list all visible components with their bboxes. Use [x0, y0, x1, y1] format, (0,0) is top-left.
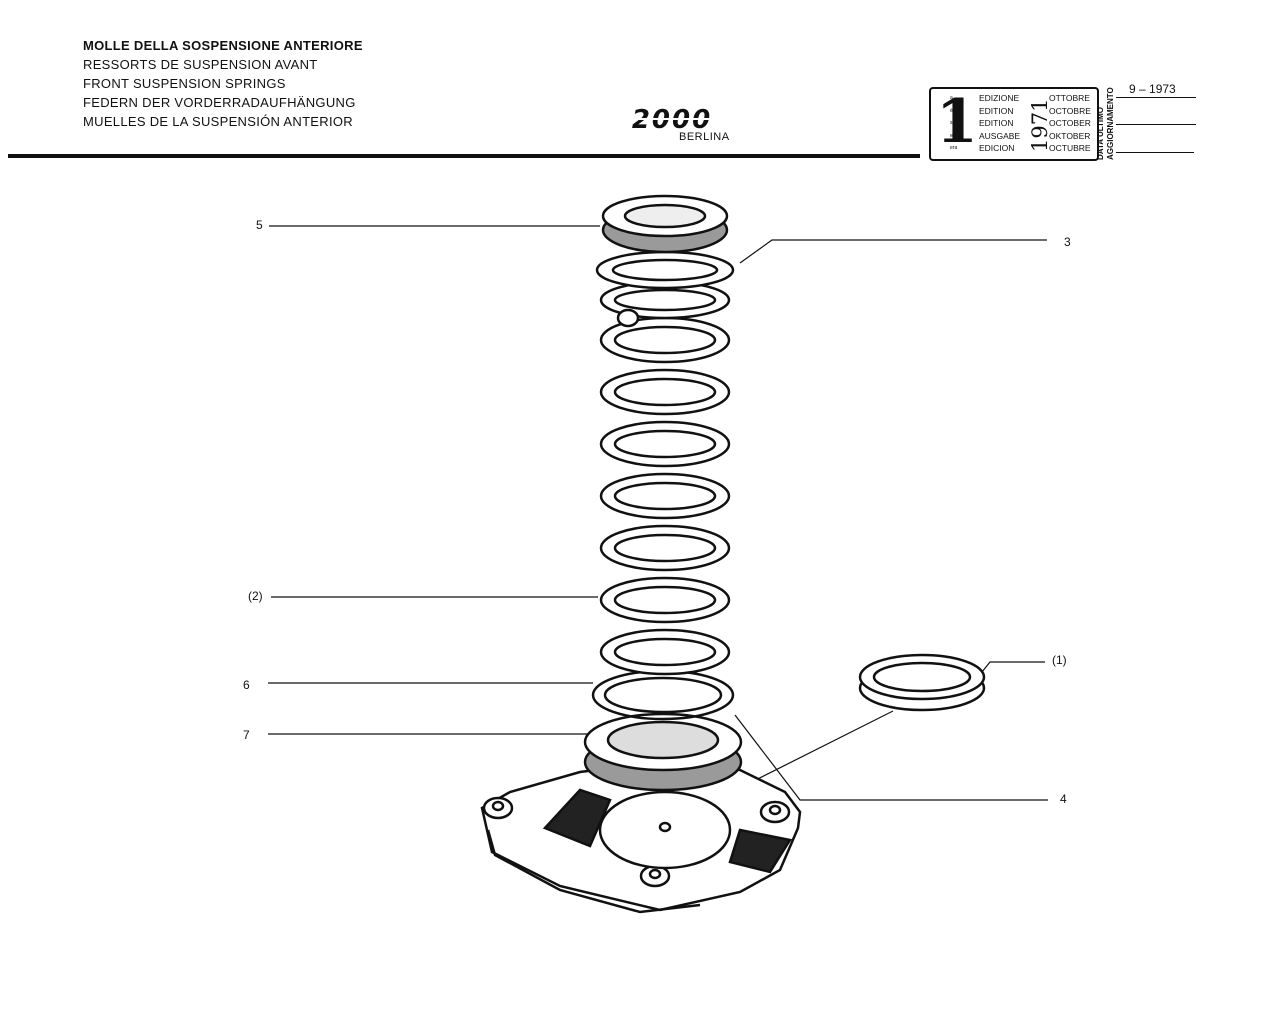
callout-3: 3	[1064, 235, 1071, 249]
edition-number: 1	[936, 87, 978, 157]
title-italian: MOLLE DELLA SOSPENSIONE ANTERIORE	[83, 38, 363, 53]
spring-seat-7	[583, 712, 743, 792]
update-line-3	[1116, 152, 1194, 153]
title-block: MOLLE DELLA SOSPENSIONE ANTERIORE RESSOR…	[83, 36, 363, 131]
title-german: FEDERN DER VORDERRADAUFHÄNGUNG	[83, 95, 356, 110]
upper-insulator-3	[595, 250, 735, 290]
update-line-1	[1116, 97, 1196, 98]
callout-5: 5	[256, 218, 263, 232]
callout-6: 6	[243, 678, 250, 692]
edition-box	[929, 87, 1099, 161]
edition-words: EDIZIONE EDITION EDITION AUSGABE EDICION	[979, 93, 1021, 154]
last-update-value: 9 – 1973	[1129, 82, 1176, 96]
header-rule	[8, 154, 920, 158]
callout-2: (2)	[248, 589, 263, 603]
callout-7: 7	[243, 728, 250, 742]
mounting-base	[480, 760, 802, 914]
edition-ordinals: a ère st e era	[950, 95, 958, 152]
title-english: FRONT SUSPENSION SPRINGS	[83, 76, 286, 91]
coil-spring-2	[599, 280, 731, 676]
title-french: RESSORTS DE SUSPENSION AVANT	[83, 57, 318, 72]
callout-4: 4	[1060, 792, 1067, 806]
update-line-2	[1116, 124, 1196, 125]
model-variant: BERLINA	[679, 131, 730, 143]
edition-months: OTTOBRE OCTOBRE OCTOBER OKTOBER OCTUBRE	[1049, 93, 1091, 154]
title-spanish: MUELLES DE LA SUSPENSIÓN ANTERIOR	[83, 114, 353, 129]
insulator-ring-6	[591, 669, 735, 721]
leader-lines	[268, 225, 1048, 819]
upper-seat-5	[601, 194, 729, 254]
model-logo: 2000	[616, 106, 728, 132]
callout-1: (1)	[1052, 653, 1067, 667]
spacer-ring-1	[858, 653, 986, 712]
